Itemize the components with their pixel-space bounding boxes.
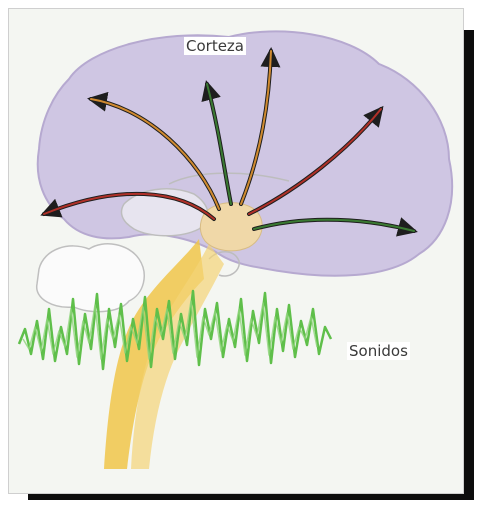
sounds-label: Sonidos xyxy=(347,342,410,360)
cerebellum xyxy=(37,244,145,312)
cortex-label: Corteza xyxy=(184,37,246,55)
auditory-pathway-diagram xyxy=(9,9,463,493)
diagram-frame: Corteza Sonidos xyxy=(8,8,464,494)
